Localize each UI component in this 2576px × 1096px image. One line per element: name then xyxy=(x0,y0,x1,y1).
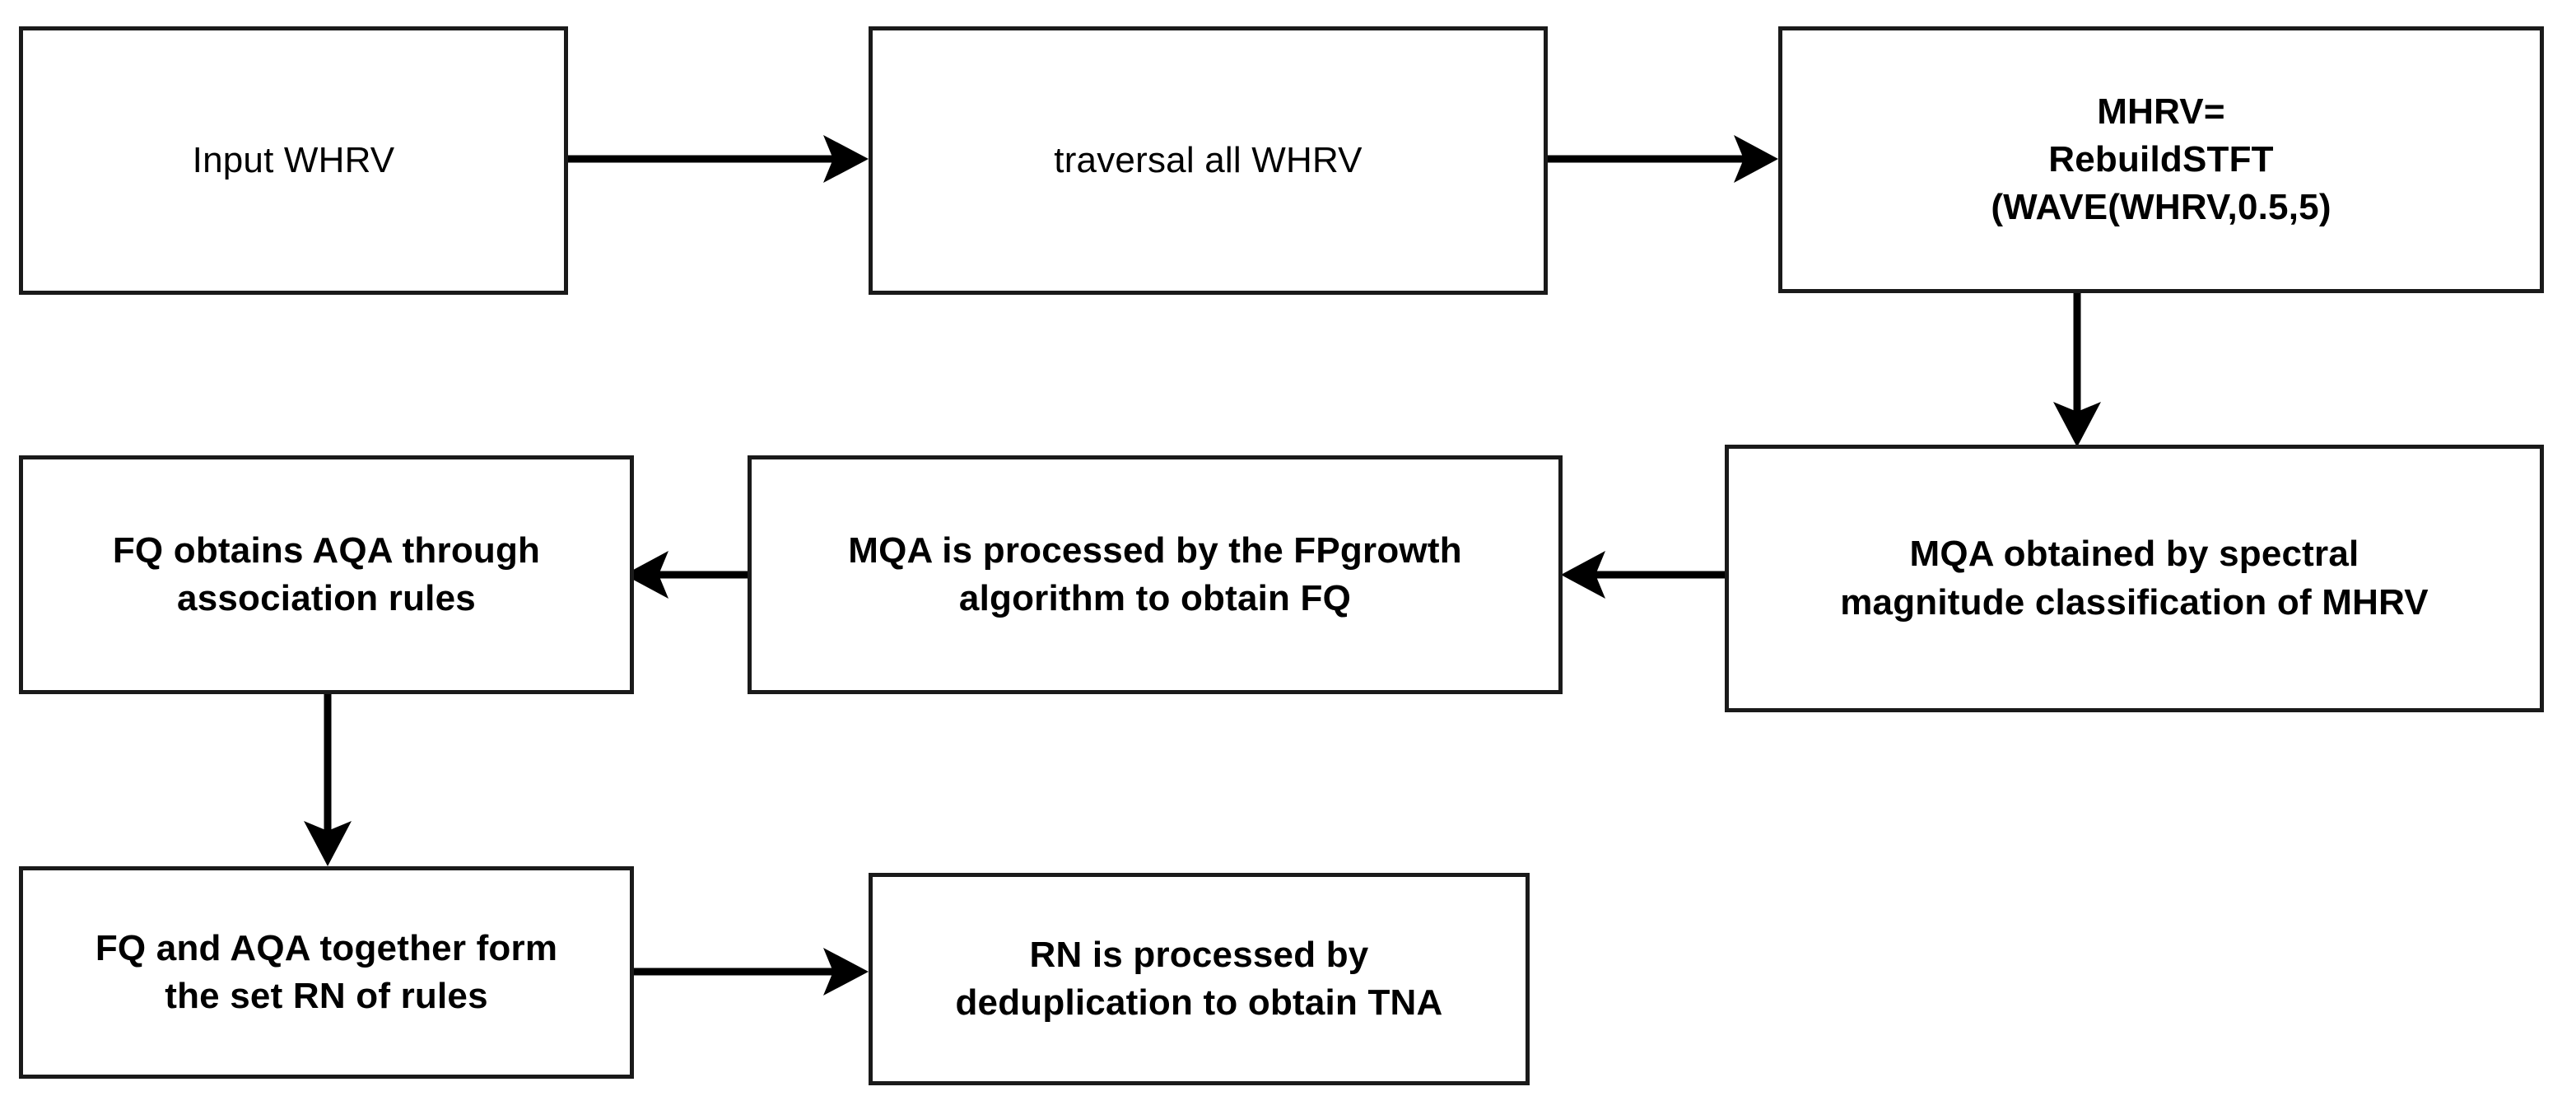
node-rn-deduplication-tna-label: RN is processed by deduplication to obta… xyxy=(955,934,1443,1023)
node-mqa-fpgrowth-label: MQA is processed by the FPgrowth algorit… xyxy=(848,529,1462,618)
node-fq-obtains-aqa[interactable]: FQ obtains AQA through association rules xyxy=(19,455,634,694)
edge-spectral-to-fpgrowth xyxy=(1561,551,1725,599)
node-mhrv-rebuildstft-label: MHRV= RebuildSTFT (WAVE(WHRV,0.5,5) xyxy=(1991,91,2331,228)
node-fq-aqa-form-rn-label: FQ and AQA together form the set RN of r… xyxy=(95,927,558,1016)
node-mqa-fpgrowth[interactable]: MQA is processed by the FPgrowth algorit… xyxy=(748,455,1563,694)
node-fq-aqa-form-rn[interactable]: FQ and AQA together form the set RN of r… xyxy=(19,866,634,1079)
node-rn-deduplication-tna[interactable]: RN is processed by deduplication to obta… xyxy=(869,873,1530,1085)
node-input-whrv-label: Input WHRV xyxy=(192,139,395,180)
edge-fq-to-rnset xyxy=(304,694,352,866)
node-traversal-all-whrv[interactable]: traversal all WHRV xyxy=(869,26,1548,295)
edge-mhrv-to-spectral xyxy=(2053,293,2101,447)
node-fq-obtains-aqa-label: FQ obtains AQA through association rules xyxy=(112,529,541,618)
node-mqa-spectral-magnitude-label: MQA obtained by spectral magnitude class… xyxy=(1840,534,2429,623)
edge-fpgrowth-to-fq xyxy=(624,551,748,599)
edge-rnset-to-dedup xyxy=(634,948,869,996)
node-mqa-spectral-magnitude[interactable]: MQA obtained by spectral magnitude class… xyxy=(1725,445,2544,712)
node-mhrv-rebuildstft[interactable]: MHRV= RebuildSTFT (WAVE(WHRV,0.5,5) xyxy=(1778,26,2544,293)
edge-traversal-to-mhrv xyxy=(1548,135,1778,183)
edge-input-to-traversal xyxy=(568,135,869,183)
node-traversal-all-whrv-label: traversal all WHRV xyxy=(1054,139,1363,180)
node-input-whrv[interactable]: Input WHRV xyxy=(19,26,568,295)
